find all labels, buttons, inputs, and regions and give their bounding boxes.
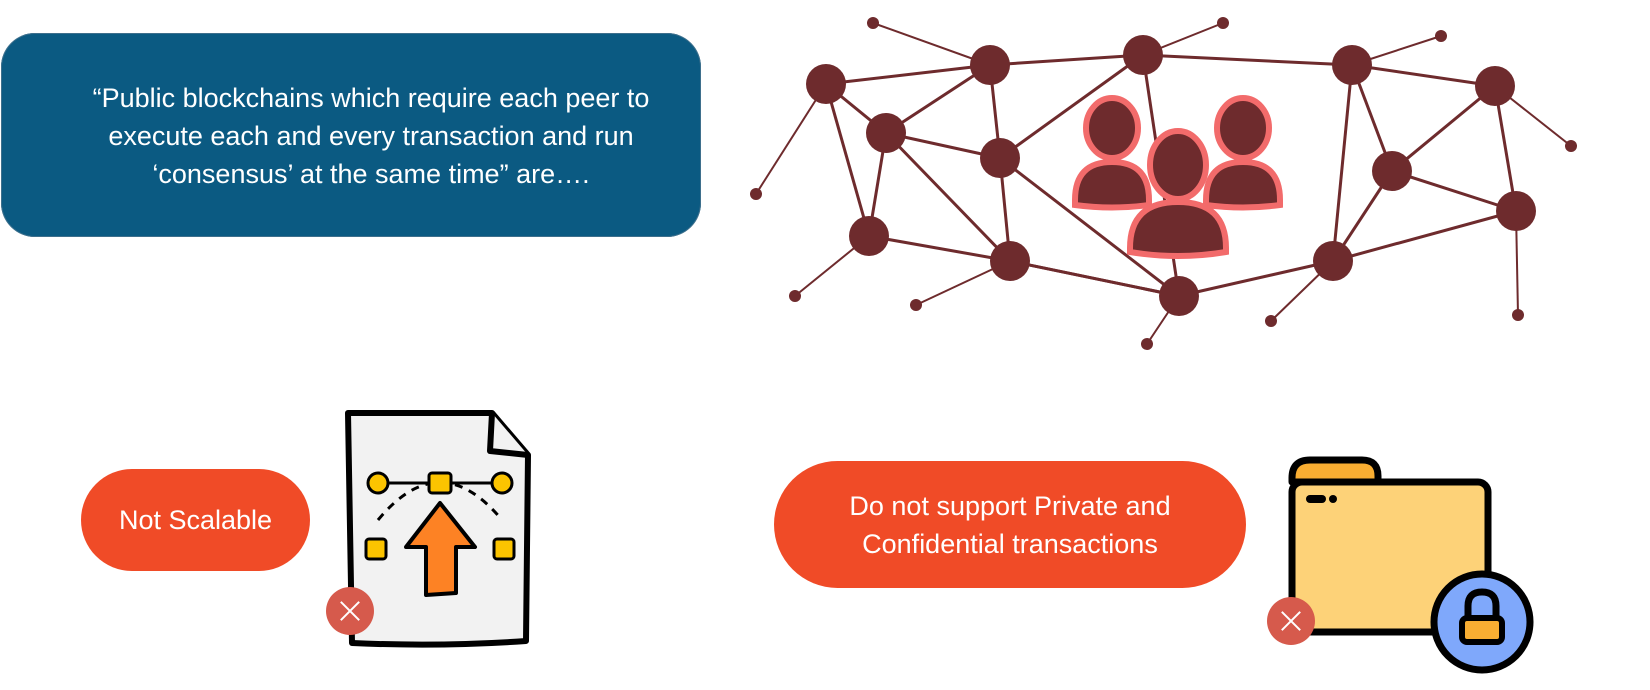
network-link [825,63,991,86]
user-center-icon [1127,128,1229,259]
network-link [884,131,1012,263]
network-node [1565,140,1577,152]
network-link [868,234,1011,263]
network-link [999,156,1180,298]
user-right-icon [1203,95,1283,211]
network-node [1332,45,1372,85]
private-transactions-pill: Do not support Private and Confidential … [774,461,1246,588]
document-scale-up-icon [345,410,531,648]
network-link [872,22,991,66]
network-node [1475,66,1515,106]
network-link [1178,259,1334,298]
network-node [980,138,1020,178]
network-node [866,113,906,153]
network-node [849,216,889,256]
network-node [910,299,922,311]
network-node [789,290,801,302]
network-node [1496,191,1536,231]
x-close-icon [1267,597,1315,645]
network-node [990,241,1030,281]
network-node [806,64,846,104]
network-node [1265,315,1277,327]
network-node [1123,35,1163,75]
network-node [1435,30,1447,42]
network-link [1142,53,1353,67]
network-link [755,83,827,195]
not-scalable-label: Not Scalable [118,505,273,535]
network-node [1512,309,1524,321]
x-close-icon [326,587,374,635]
network-node [1217,17,1229,29]
private-label-line-1: Do not support Private and [849,490,1171,521]
network-node [867,17,879,29]
network-link [1493,85,1518,212]
network-link [989,53,1144,67]
locked-folder-icon [1288,456,1534,674]
network-link [885,63,991,135]
quote-line-2: execute each and every transaction and r… [108,121,634,151]
network-node [1159,276,1199,316]
user-left-icon [1072,95,1152,211]
private-label-line-2: Confidential transactions [862,528,1158,559]
quote-box: “Public blockchains which require each p… [1,33,701,237]
network-node [1372,151,1412,191]
quote-line-1: “Public blockchains which require each p… [92,83,650,113]
network-link [1351,63,1496,88]
network-node [1141,338,1153,350]
not-scalable-pill: Not Scalable [81,469,310,571]
network-link [1391,169,1517,213]
quote-line-3: ‘consensus’ at the same time” are…. [152,159,590,189]
network-link [999,53,1144,160]
network-link [1009,259,1180,298]
network-link [1391,84,1496,173]
network-link [1332,209,1517,263]
network-link [824,83,871,237]
network-link [1331,64,1354,262]
network-node [1313,241,1353,281]
network-node [750,188,762,200]
network-node [970,45,1010,85]
